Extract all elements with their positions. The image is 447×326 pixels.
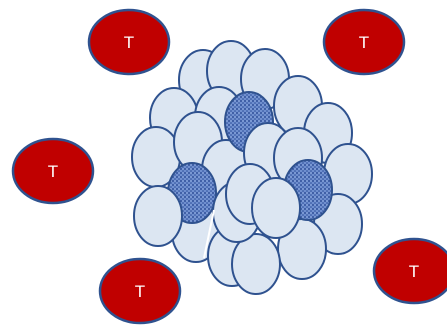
cell-cluster <box>131 40 373 295</box>
cluster-cell <box>133 185 183 247</box>
t-cell: T <box>87 8 171 76</box>
t-cells: T T T T T <box>11 8 447 325</box>
t-cell-label: T <box>48 162 58 181</box>
cell-gap-highlight <box>203 209 215 259</box>
t-cell-label: T <box>135 282 145 301</box>
t-cell: T <box>322 8 406 76</box>
cluster-cell <box>251 177 301 239</box>
t-cell-label: T <box>409 262 419 281</box>
t-cell: T <box>98 257 182 325</box>
cluster-cell <box>231 233 281 295</box>
t-cell-label: T <box>124 33 134 52</box>
t-cell: T <box>11 137 95 205</box>
t-cell: T <box>372 237 447 305</box>
t-cell-label: T <box>359 33 369 52</box>
